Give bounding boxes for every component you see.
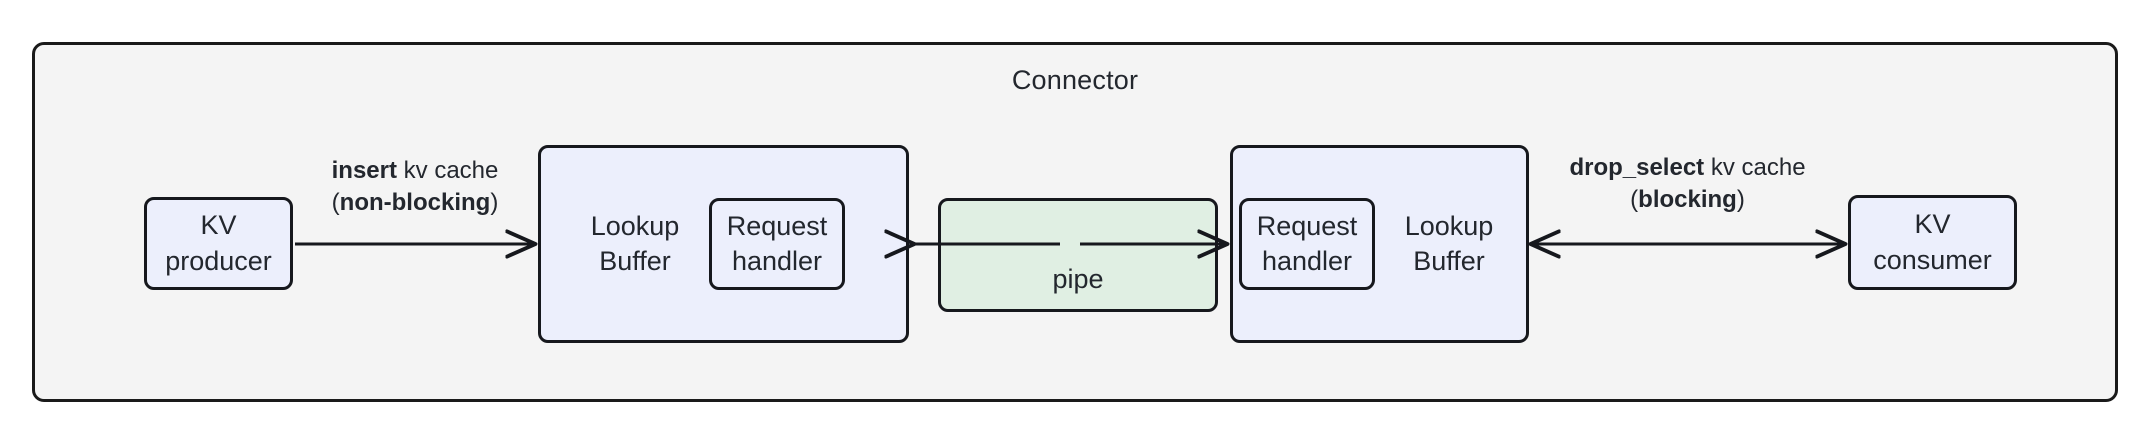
pipe-label: pipe: [1052, 264, 1104, 294]
node-request-handler-left[interactable]: Request handler: [709, 198, 845, 290]
kv-consumer-line2: consumer: [1873, 244, 1992, 275]
kv-consumer-line1: KV: [1914, 209, 1951, 240]
edge-drop-rest: kv cache: [1704, 154, 1806, 181]
edge-insert-mode: non-blocking: [339, 188, 491, 216]
node-kv-producer[interactable]: KV producer: [144, 197, 293, 290]
edge-drop-mode: blocking: [1638, 185, 1737, 213]
node-lookup-buffer-left[interactable]: Lookup Buffer Request handler: [538, 145, 909, 343]
request-handler-right-line1: Request: [1256, 210, 1358, 241]
edge-label-drop-select: drop_select kv cache (blocking): [1530, 152, 1845, 215]
node-lookup-buffer-right[interactable]: Request handler Lookup Buffer: [1230, 145, 1529, 343]
node-kv-consumer[interactable]: KV consumer: [1848, 195, 2017, 290]
edge-drop-paren-close: ): [1736, 185, 1745, 213]
edge-insert-paren-close: ): [490, 188, 499, 216]
edge-label-insert: insert kv cache (non-blocking): [295, 155, 535, 218]
edge-insert-op: insert: [331, 157, 397, 184]
edge-insert-paren-open: (: [331, 188, 340, 216]
request-handler-left-line2: handler: [731, 246, 823, 276]
lookup-buffer-left-title: Lookup Buffer: [590, 210, 680, 276]
edge-insert-rest: kv cache: [396, 157, 499, 184]
request-handler-right-line2: handler: [1261, 246, 1353, 276]
connector-title: Connector: [1011, 65, 1139, 95]
request-handler-left-line1: Request: [726, 210, 828, 241]
kv-producer-line2: producer: [165, 245, 272, 276]
node-pipe[interactable]: pipe: [938, 198, 1218, 312]
lookup-buffer-right-title: Lookup Buffer: [1404, 210, 1494, 276]
node-request-handler-right[interactable]: Request handler: [1239, 198, 1375, 290]
kv-producer-line1: KV: [200, 210, 237, 241]
edge-drop-op: drop_select: [1569, 154, 1705, 181]
edge-drop-paren-open: (: [1630, 185, 1639, 213]
